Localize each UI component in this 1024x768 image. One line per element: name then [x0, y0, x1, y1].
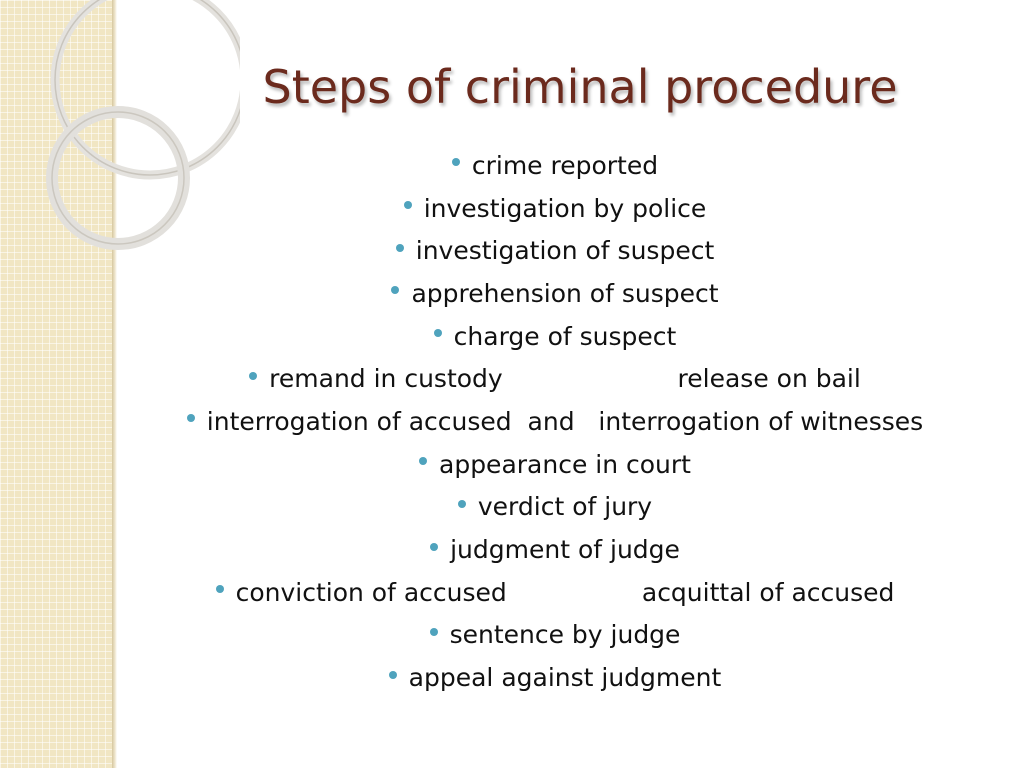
step-text: investigation by police [423, 193, 707, 223]
band-edge-shadow [112, 0, 117, 768]
step-item: appearance in court [110, 443, 1000, 486]
slide-title: Steps of criminal procedure [262, 60, 898, 114]
step-item: remand in custody release on bail [110, 357, 1000, 400]
step-text: judgment of judge [450, 535, 680, 565]
step-item: appeal against judgment [110, 656, 1000, 699]
step-item: verdict of jury [110, 486, 1000, 529]
step-text: appeal against judgment [408, 663, 722, 693]
step-text: interrogation of accused and interrogati… [206, 406, 924, 436]
bullet-icon [391, 286, 400, 295]
bullet-icon [457, 499, 466, 508]
step-item: conviction of accused acquittal of accus… [110, 571, 1000, 614]
bullet-icon [395, 243, 404, 252]
step-item: judgment of judge [110, 528, 1000, 571]
bullet-icon [388, 670, 397, 679]
bullet-icon [249, 371, 258, 380]
step-item: apprehension of suspect [110, 272, 1000, 315]
step-text: investigation of suspect [415, 236, 715, 266]
decorative-circles [46, 0, 240, 250]
bullet-icon [419, 457, 427, 466]
step-item: investigation by police [110, 187, 1000, 230]
step-text: conviction of accused acquittal of accus… [235, 577, 895, 607]
bullet-icon [429, 627, 438, 636]
step-item: investigation of suspect [110, 229, 1000, 272]
bullet-icon [403, 201, 412, 210]
steps-list: crime reported investigation by police i… [110, 144, 1000, 699]
bullet-icon [430, 542, 439, 551]
bullet-icon [186, 414, 195, 423]
step-item: charge of suspect [110, 315, 1000, 358]
step-item: interrogation of accused and interrogati… [110, 400, 1000, 443]
step-item: crime reported [110, 144, 1000, 187]
step-text: apprehension of suspect [411, 278, 719, 308]
bullet-icon [451, 158, 460, 167]
step-text: sentence by judge [449, 620, 681, 650]
step-item: sentence by judge [110, 614, 1000, 657]
step-text: appearance in court [439, 449, 691, 479]
step-text: verdict of jury [477, 492, 653, 522]
bullet-icon [215, 585, 224, 594]
step-text: remand in custody release on bail [269, 364, 861, 394]
decorative-grid-band [0, 0, 112, 768]
step-text: crime reported [471, 150, 659, 180]
bullet-icon [433, 329, 442, 338]
step-text: charge of suspect [453, 321, 677, 351]
